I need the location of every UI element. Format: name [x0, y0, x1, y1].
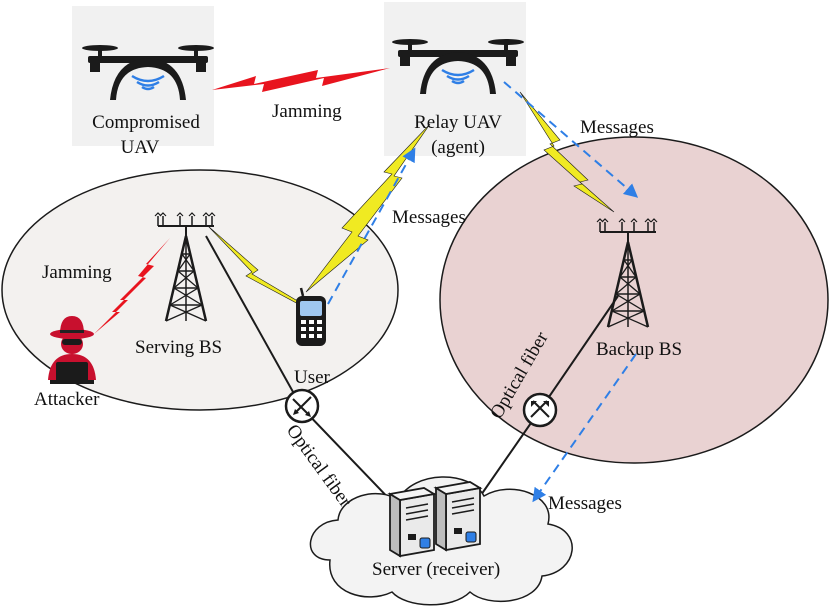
attacker-label: Attacker — [34, 389, 100, 410]
hacker-icon — [48, 316, 96, 384]
jamming-label-top: Jamming — [272, 101, 342, 122]
optical-fiber-label-left: Optical fiber — [282, 421, 356, 512]
jamming-label-left: Jamming — [42, 262, 112, 283]
signal-bolt-relay-backup — [519, 91, 615, 213]
optical-node-icon — [284, 388, 320, 424]
messages-label-bottom: Messages — [548, 493, 622, 514]
relay-uav-label: (agent) — [431, 137, 485, 158]
jamming-bolt-top — [212, 68, 390, 92]
backup-cell — [439, 136, 829, 464]
serving-bs-label: Serving BS — [135, 337, 222, 358]
signal-bolt-user-relay — [305, 123, 431, 293]
mobile-phone-icon — [296, 287, 326, 346]
server-label: Server (receiver) — [372, 559, 500, 580]
compromised-uav-label: Compromised — [92, 112, 200, 133]
serving-cell — [1, 169, 399, 411]
user-label: User — [294, 367, 331, 388]
messages-label-top-right: Messages — [580, 117, 654, 138]
relay-uav-label: Relay UAV — [414, 112, 502, 133]
compromised-uav-box — [72, 6, 214, 146]
compromised-uav-label: UAV — [121, 137, 160, 158]
backup-bs-label: Backup BS — [596, 339, 682, 360]
messages-label-middle: Messages — [392, 207, 466, 228]
optical-node-icon — [522, 392, 558, 428]
